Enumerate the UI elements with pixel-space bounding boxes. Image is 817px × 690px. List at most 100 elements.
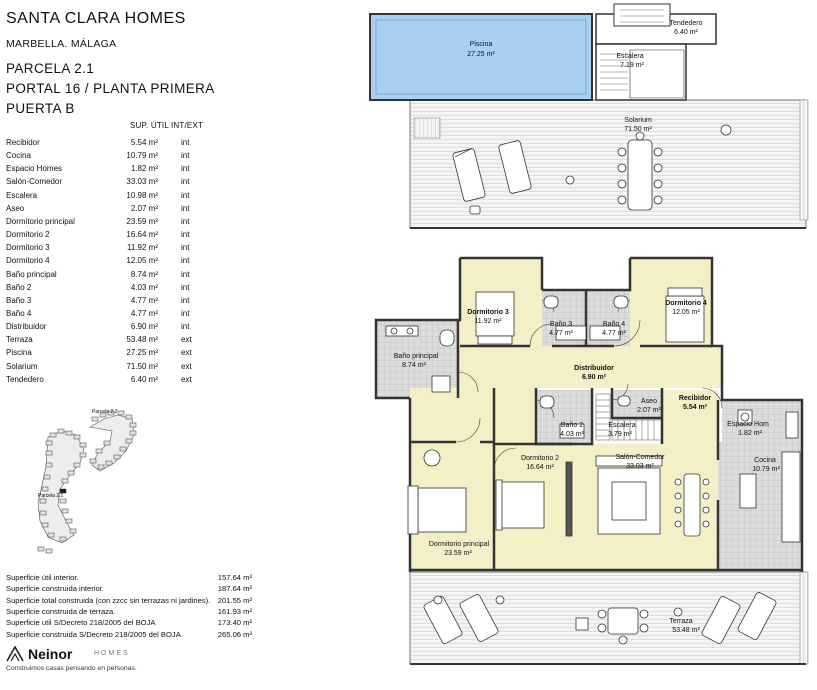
brand-suffix: HOMES <box>94 650 130 657</box>
escalera-area: 3.79 m² <box>608 431 632 438</box>
room-area: 8.74 m² <box>130 269 158 279</box>
portal-label: PORTAL 16 / PLANTA PRIMERA <box>6 81 215 96</box>
recibidor-name: Recibidor <box>679 395 712 402</box>
top-stair-name: Escalera <box>616 53 643 60</box>
room-type: ext <box>181 361 192 371</box>
room-type: int <box>181 230 190 240</box>
brand-logo: Neinor HOMES Construimos casas pensando … <box>6 645 206 685</box>
armchair <box>423 449 441 467</box>
escalera-name: Escalera <box>608 422 635 429</box>
room-area: 1.82 m² <box>130 164 158 174</box>
room-name: Dormitorio 3 <box>6 243 50 253</box>
bano2-name: Baño 2 <box>561 422 583 429</box>
dorm-principal-area: 23.59 m² <box>444 550 472 557</box>
table-row: Espacio Homes 1.82 m² int <box>6 164 206 177</box>
kitchen-island <box>739 473 757 509</box>
cocina-area: 10.79 m² <box>752 466 780 473</box>
col-header-type: INT/EXT <box>171 121 204 130</box>
room-area: 6.90 m² <box>130 322 158 332</box>
room-area: 16.64 m² <box>126 230 158 240</box>
room-area: 6.40 m² <box>130 374 158 384</box>
door-label: PUERTA B <box>6 101 75 116</box>
kitchen-counter <box>781 451 801 543</box>
room-area: 11.92 m² <box>127 243 158 253</box>
room-area: 23.59 m² <box>126 216 158 226</box>
summary-label: Superficie util S/Decreto 218/2005 del B… <box>6 618 156 628</box>
key-plan-blocks <box>37 410 137 554</box>
room-type: int <box>181 164 190 174</box>
dorm-principal-name: Dormitorio principal <box>429 541 490 548</box>
room-type: int <box>181 203 190 213</box>
solarium-area: 71.50 m² <box>624 126 652 133</box>
room-area: 53.48 m² <box>126 335 158 345</box>
summary-value: 161.93 m² <box>217 606 252 616</box>
tendedero-rack <box>613 3 671 27</box>
room-name: Distribuidor <box>6 322 47 332</box>
summary-value: 157.64 m² <box>217 573 252 582</box>
room-name: Cocina <box>6 151 31 161</box>
bano-principal-name: Baño principal <box>394 353 439 360</box>
room-type: ext <box>181 335 192 345</box>
room-area: 10.79 m² <box>126 151 158 161</box>
room-area: 12.05 m² <box>126 256 158 266</box>
room-area: 33.03 m² <box>126 177 158 187</box>
neinor-logo-icon <box>6 646 24 662</box>
room-name: Baño principal <box>6 269 57 279</box>
room-area: 4.03 m² <box>130 282 158 292</box>
bano3-area: 4.77 m² <box>549 330 573 337</box>
room-name: Baño 2 <box>6 282 32 292</box>
solarium-table <box>565 124 732 211</box>
bano4-name: Baño 4 <box>603 321 625 328</box>
bano-principal-area: 8.74 m² <box>402 362 426 369</box>
terrace-furniture <box>423 592 777 645</box>
top-stair-area: 7.19 m² <box>620 62 644 69</box>
dorm2-area: 16.64 m² <box>526 464 554 471</box>
aseo-area: 2.07 m² <box>637 407 661 414</box>
brand-name: Neinor <box>28 646 73 662</box>
bano4-area: 4.77 m² <box>602 330 626 337</box>
room-type: int <box>181 256 190 266</box>
room-type: int <box>181 308 190 318</box>
terraza-name: Terraza <box>669 618 692 625</box>
summary-label: Superficie útil interior. <box>6 573 79 582</box>
summary-label: Superficie construida interior. <box>6 584 104 594</box>
summary-value: 173.40 m² <box>217 618 252 628</box>
dorm3-name: Dormitorio 3 <box>467 309 509 316</box>
distribuidor-area: 6.90 m² <box>582 374 607 381</box>
room-name: Dormitorio principal <box>6 216 75 226</box>
table-row: Terraza 53.48 m² ext <box>6 335 206 348</box>
bed-principal <box>417 487 467 533</box>
project-location: MARBELLA. MÁLAGA <box>6 38 117 50</box>
sun-loungers <box>452 140 532 215</box>
room-area: 2.07 m² <box>130 203 158 213</box>
distribuidor-name: Distribuidor <box>574 365 614 372</box>
summary-label: Superficie construida de terraza. <box>6 606 116 616</box>
room-type: int <box>181 322 190 332</box>
bano3-name: Baño 3 <box>550 321 572 328</box>
room-type: int <box>181 138 190 147</box>
summary-row: Superficie útil interior. 157.64 m² <box>6 573 256 583</box>
recibidor-floor <box>662 390 718 444</box>
salon-area: 33.03 m² <box>626 463 654 470</box>
dorm2-name: Dormitorio 2 <box>521 455 559 462</box>
room-name: Espacio Homes <box>6 164 63 174</box>
furniture <box>385 287 801 543</box>
summary-row: Superficie construida S/Decreto 218/2005… <box>6 630 256 640</box>
room-name: Solarium <box>6 361 38 371</box>
dorm3-area: 11.92 m² <box>474 318 502 325</box>
key-plan-highlight <box>60 489 66 493</box>
summary-row: Superficie construida de terraza. 161.93 … <box>6 607 256 617</box>
room-name: Terraza <box>6 335 33 345</box>
room-type: int <box>181 295 190 305</box>
